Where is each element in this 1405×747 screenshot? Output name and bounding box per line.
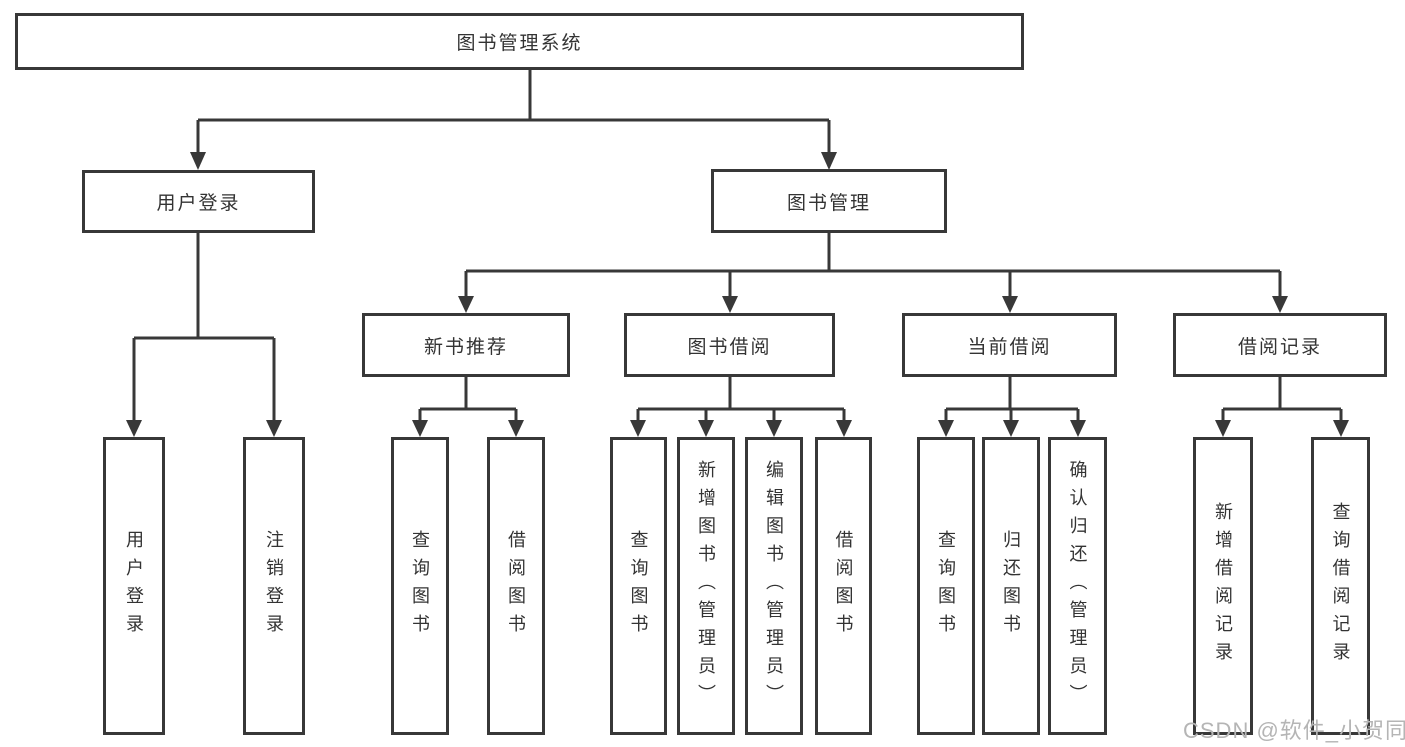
csdn-watermark: CSDN @软件_小贺同学 <box>1183 718 1405 743</box>
arrowhead <box>698 420 714 437</box>
arrowhead <box>266 420 282 437</box>
node-root-library-system: 图书管理系统 <box>15 13 1024 70</box>
arrowhead <box>1333 420 1349 437</box>
new-book-to-leaves-lines <box>418 377 518 421</box>
current-borrow-to-leaves-lines <box>944 377 1080 421</box>
arrowhead <box>190 152 206 170</box>
arrowhead <box>766 420 782 437</box>
node-user-login: 用户登录 <box>82 170 315 233</box>
leaf-add-books-admin: 新增图书（管理员） <box>677 437 735 735</box>
arrowhead <box>412 420 428 437</box>
leaf-add-borrow-record: 新增借阅记录 <box>1193 437 1253 735</box>
arrowhead <box>836 420 852 437</box>
node-new-book-recommend: 新书推荐 <box>362 313 570 377</box>
leaf-query-books-current: 查询图书 <box>917 437 975 735</box>
node-borrow-records: 借阅记录 <box>1173 313 1387 377</box>
leaf-logout: 注销登录 <box>243 437 305 735</box>
leaf-query-borrow-record: 查询借阅记录 <box>1311 437 1370 735</box>
arrowhead <box>126 420 142 437</box>
node-book-borrow: 图书借阅 <box>624 313 835 377</box>
arrowhead <box>458 296 474 313</box>
user-login-to-leaves-lines <box>132 233 276 421</box>
leaf-edit-books-admin: 编辑图书（管理员） <box>745 437 803 735</box>
arrowhead <box>1215 420 1231 437</box>
leaf-query-books-recommend: 查询图书 <box>391 437 449 735</box>
arrowhead <box>1002 296 1018 313</box>
leaf-return-books: 归还图书 <box>982 437 1040 735</box>
arrowhead <box>1003 420 1019 437</box>
leaf-borrow-books-recommend: 借阅图书 <box>487 437 545 735</box>
leaf-confirm-return-admin: 确认归还（管理员） <box>1048 437 1107 735</box>
arrowhead <box>508 420 524 437</box>
arrowheads <box>126 152 1349 437</box>
arrowhead <box>1272 296 1288 313</box>
node-current-borrow: 当前借阅 <box>902 313 1117 377</box>
root-to-level2-lines <box>196 70 831 154</box>
arrowhead <box>821 152 837 170</box>
borrow-records-to-leaves-lines <box>1221 377 1343 421</box>
book-borrow-to-leaves-lines <box>636 377 846 421</box>
node-book-management: 图书管理 <box>711 169 947 233</box>
leaf-user-login: 用户登录 <box>103 437 165 735</box>
arrowhead <box>722 296 738 313</box>
arrowhead <box>938 420 954 437</box>
arrowhead <box>630 420 646 437</box>
arrowhead <box>1070 420 1086 437</box>
leaf-query-books-borrow: 查询图书 <box>610 437 667 735</box>
connector-segments <box>132 70 1343 421</box>
leaf-borrow-books: 借阅图书 <box>815 437 872 735</box>
book-mgmt-to-level3-lines <box>464 233 1282 297</box>
